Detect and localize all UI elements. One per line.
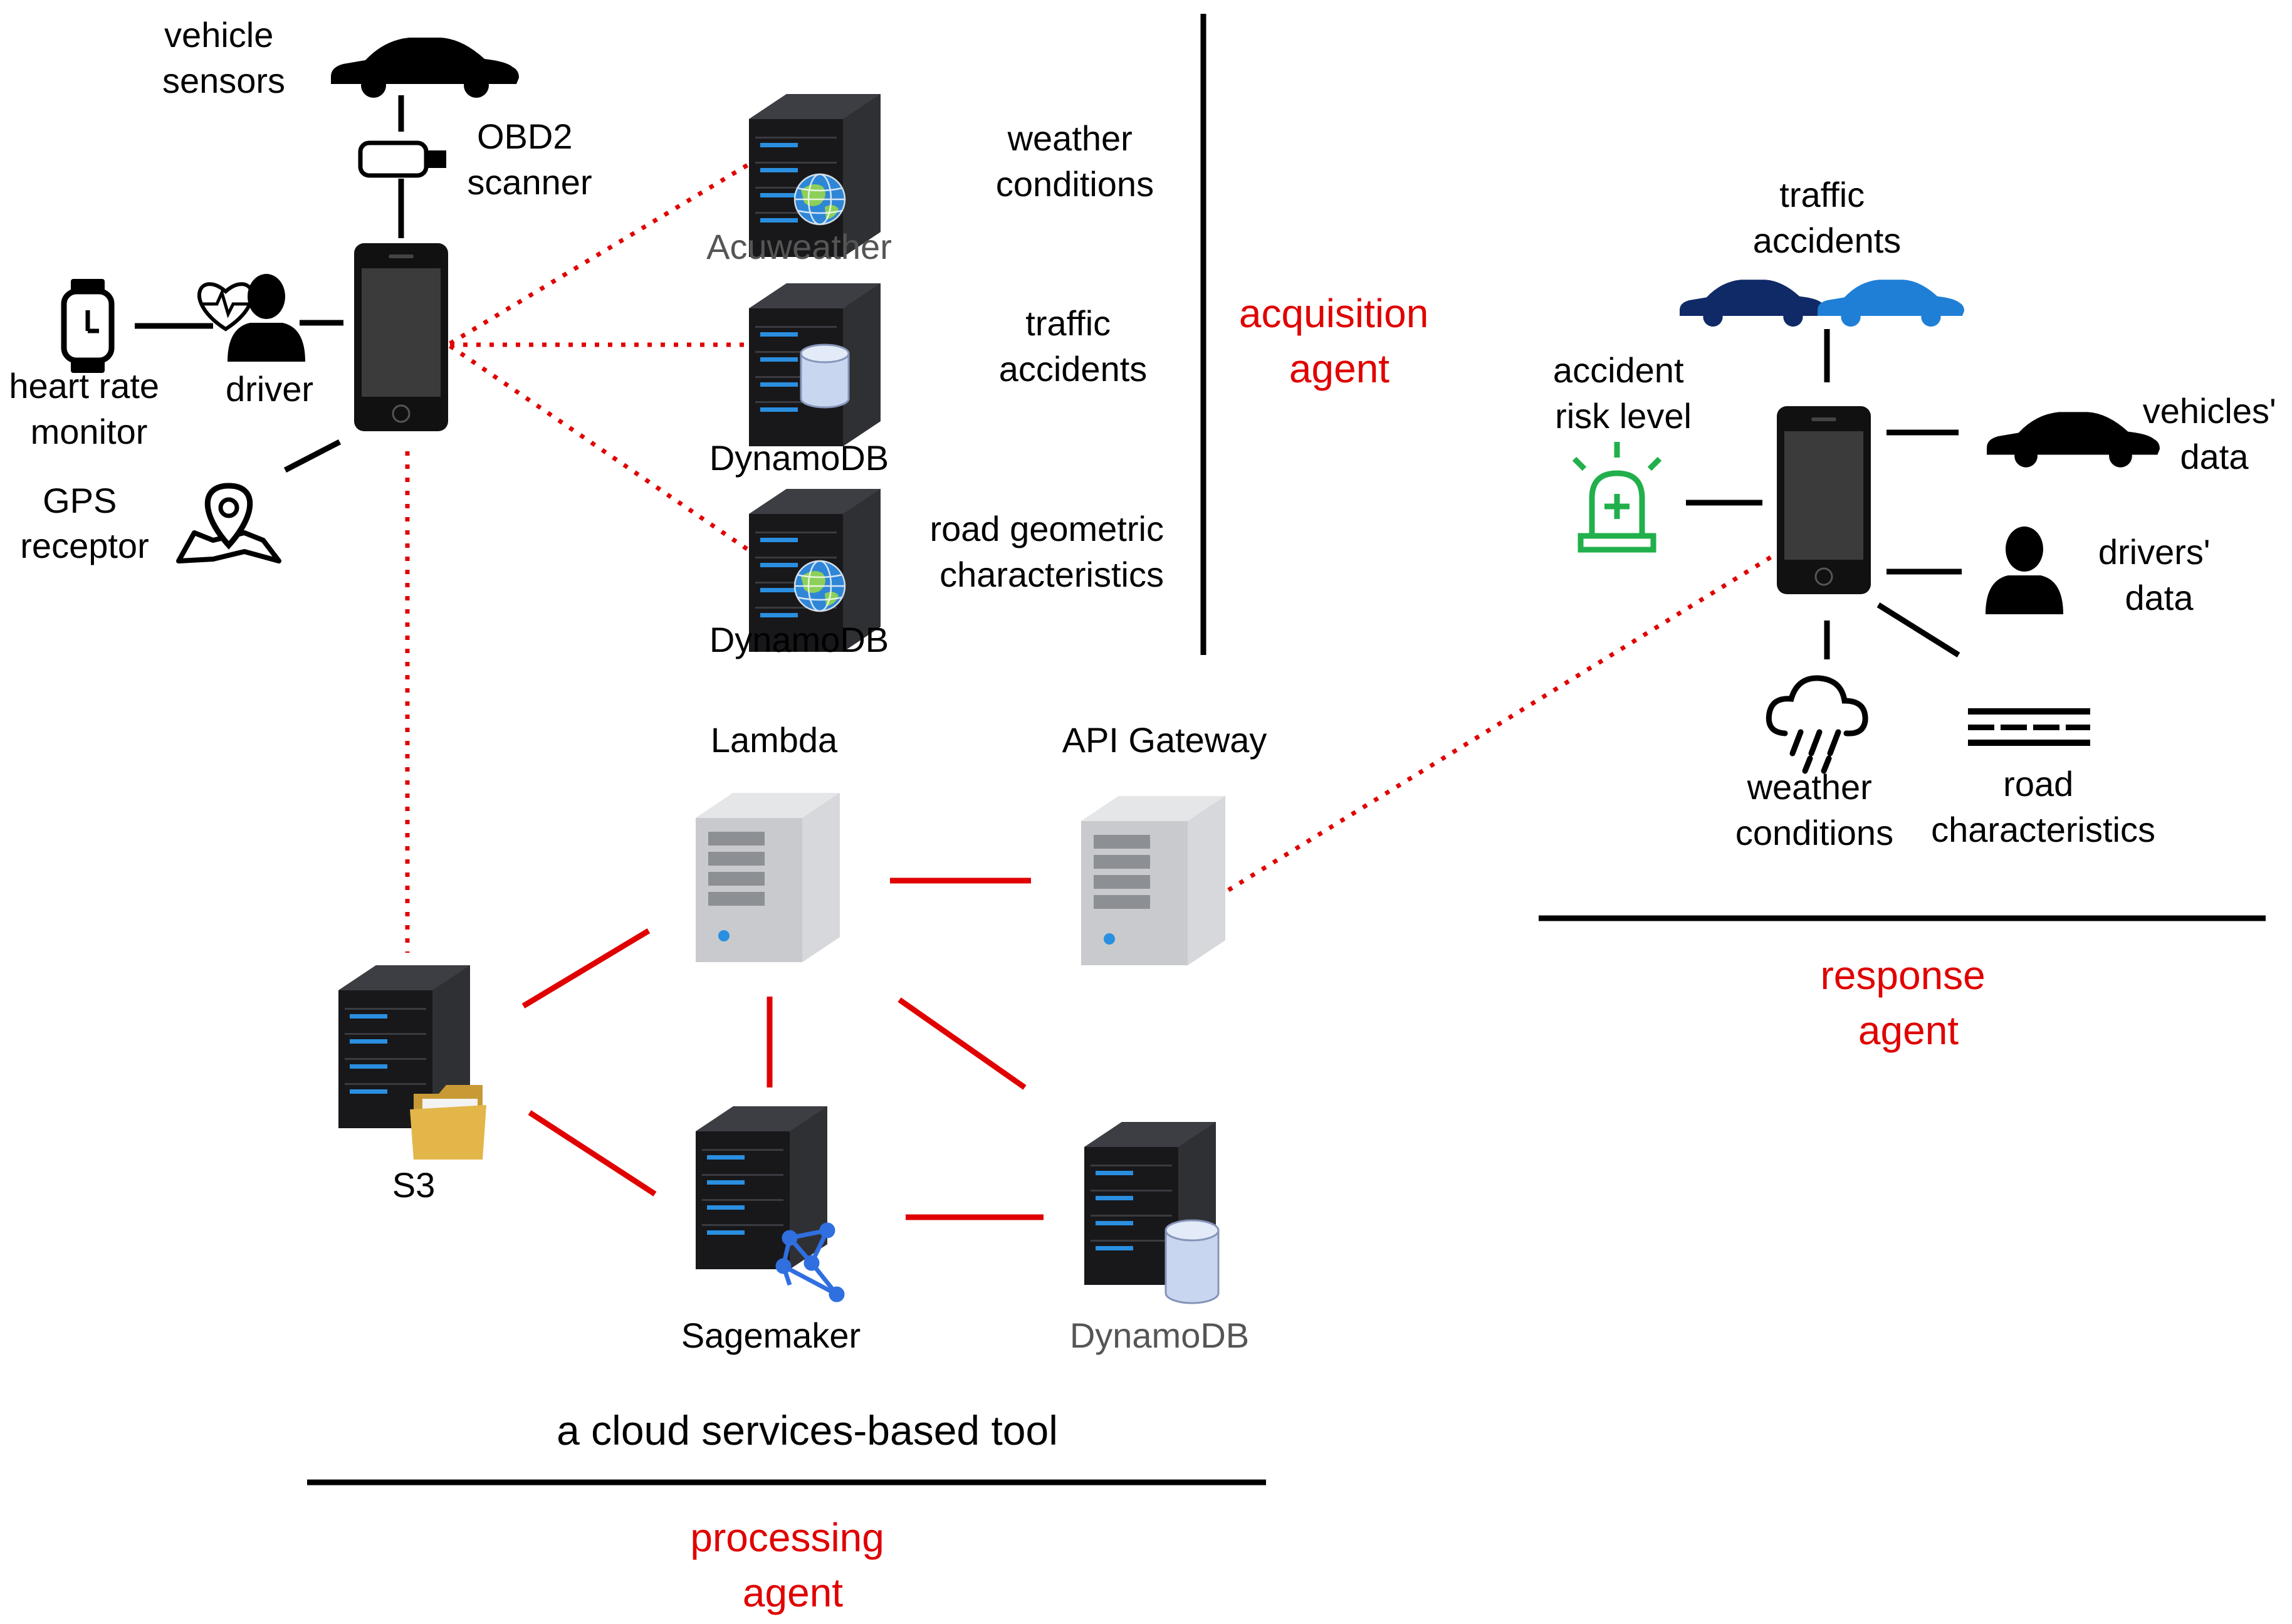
watch-icon	[61, 279, 115, 373]
response-agent-label: response agent	[1820, 953, 1996, 1053]
dynamodb-label: DynamoDB	[709, 620, 889, 659]
dynamodb-label: DynamoDB	[709, 438, 889, 478]
dynamodb-label: DynamoDB	[1070, 1316, 1249, 1355]
obd2-scanner-label: OBD2 scanner	[467, 117, 592, 202]
gps-receptor-label: GPS receptor	[20, 481, 149, 565]
cloud-tool-label: a cloud services-based tool	[557, 1407, 1058, 1454]
heart-pulse-icon	[197, 282, 254, 332]
server-icon	[1081, 796, 1225, 965]
database-icon	[800, 343, 850, 409]
map-pin-icon	[176, 483, 281, 563]
api-gateway-label: API Gateway	[1062, 720, 1267, 760]
weather-conditions-label: weather conditions	[996, 118, 1154, 204]
smartphone-icon	[1776, 405, 1872, 595]
lambda-label: Lambda	[711, 720, 838, 760]
black-links	[135, 95, 1962, 659]
road-geometric-label: road geometric characteristics	[929, 509, 1173, 594]
folder-icon	[410, 1085, 486, 1160]
person-icon	[1986, 526, 2063, 614]
car-icon	[1987, 412, 2160, 468]
globe-icon	[793, 560, 846, 612]
obd2-scanner-icon	[358, 140, 446, 178]
red-dotted-links	[405, 162, 1781, 953]
weather-conditions-label: weather conditions	[1735, 767, 1893, 852]
acquisition-agent-label: acquisition agent	[1239, 291, 1440, 391]
traffic-accidents-label: traffic accidents	[999, 303, 1148, 389]
database-icon	[1164, 1219, 1220, 1304]
acuweather-label: Acuweather	[706, 227, 892, 266]
car-icon	[1818, 280, 1964, 327]
network-nodes-icon	[775, 1222, 845, 1302]
processing-agent-label: processing agent	[690, 1515, 895, 1615]
drivers-data-label: drivers' data	[2098, 532, 2220, 617]
car-icon	[1680, 280, 1826, 327]
accident-risk-level-label: accident risk level	[1553, 350, 1693, 436]
rain-cloud-icon	[1766, 675, 1868, 774]
server-icon	[696, 793, 840, 962]
red-solid-links	[521, 877, 1044, 1220]
car-icon	[331, 38, 519, 98]
siren-icon	[1572, 442, 1662, 553]
heart-rate-monitor-label: heart rate monitor	[9, 366, 169, 451]
vehicle-sensors-label: vehicle sensors	[162, 15, 285, 100]
road-characteristics-label: road characteristics	[1931, 764, 2155, 849]
traffic-accidents-label: traffic accidents	[1753, 175, 1902, 260]
separator-lines	[307, 14, 2266, 1485]
smartphone-icon	[353, 242, 449, 432]
driver-label: driver	[226, 369, 313, 409]
road-icon	[1968, 708, 2090, 746]
s3-label: S3	[392, 1165, 436, 1205]
server-icon	[696, 1106, 827, 1269]
globe-icon	[793, 173, 846, 226]
vehicles-data-label: vehicles' data	[2143, 391, 2286, 476]
sagemaker-label: Sagemaker	[681, 1316, 861, 1355]
